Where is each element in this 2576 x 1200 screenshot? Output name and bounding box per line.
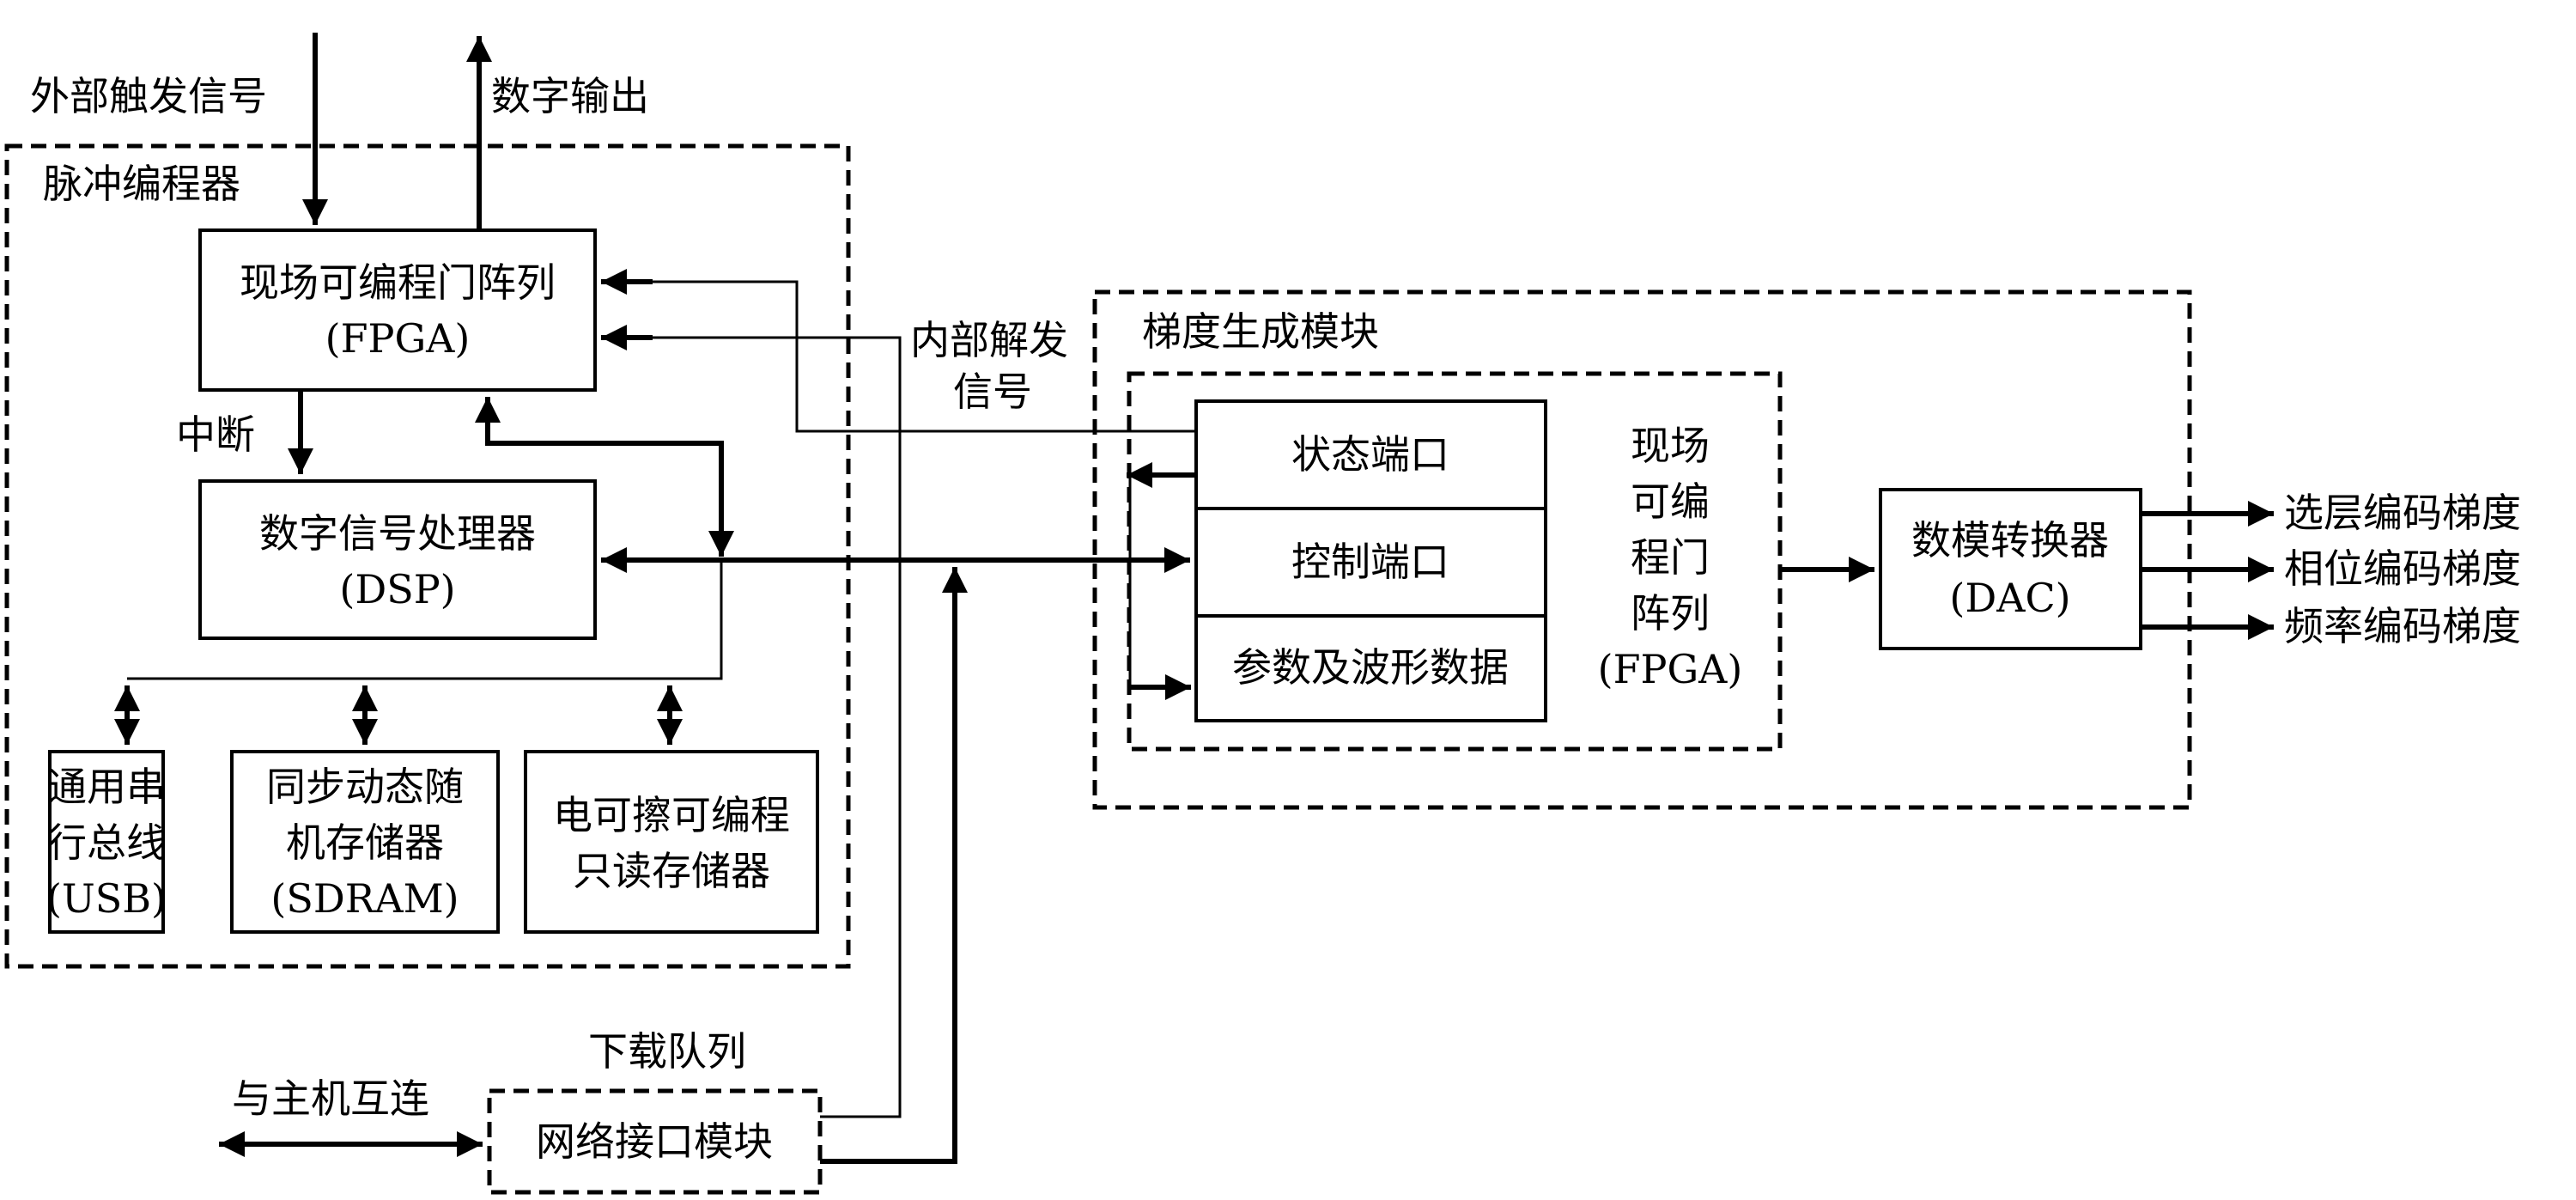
usb-text-3: (USB) <box>46 875 167 922</box>
fpga-main-text-2: (FPGA) <box>325 315 471 362</box>
digital-output-label: 数字输出 <box>491 73 649 119</box>
dac-text-2: (DAC) <box>1949 575 2070 621</box>
dac-text-1: 数模转换器 <box>1911 517 2109 563</box>
slice-select-label: 选层编码梯度 <box>2284 490 2521 536</box>
fpga-bus-wire <box>475 397 734 557</box>
fpga-main-text-1: 现场可编程门阵列 <box>240 259 556 306</box>
fpga-grad-text-2: 可编 <box>1631 478 1710 525</box>
external-trigger-label: 外部触发信号 <box>30 73 267 119</box>
network-feed-wire <box>820 567 968 1164</box>
network-interface-text: 网络接口模块 <box>536 1118 773 1165</box>
dsp-text-1: 数字信号处理器 <box>259 510 536 557</box>
sdram-text-3: (SDRAM) <box>270 875 459 922</box>
usb-box[interactable] <box>48 750 165 934</box>
fpga-grad-text-1: 现场 <box>1631 423 1710 469</box>
fpga-grad-text-5: (FPGA) <box>1598 646 1743 692</box>
internal-trigger-label-2: 信号 <box>953 369 1032 415</box>
fpga-main-box[interactable] <box>198 228 597 392</box>
usb-text-2: 行总线 <box>47 819 166 866</box>
download-queue-label: 下载队列 <box>588 1028 746 1075</box>
sdram-text-1: 同步动态随 <box>266 764 464 810</box>
internal-trigger-wire <box>610 280 1196 433</box>
eeprom-box[interactable] <box>524 750 819 934</box>
interrupt-label: 中断 <box>176 411 255 458</box>
freq-encode-label: 频率编码梯度 <box>2284 603 2521 649</box>
download-queue-wire <box>610 336 902 1118</box>
phase-encode-label: 相位编码梯度 <box>2284 545 2521 592</box>
fpga-grad-text-3: 程门 <box>1631 534 1710 581</box>
eeprom-text-1: 电可擦可编程 <box>553 792 790 838</box>
dsp-text-2: (DSP) <box>339 566 455 612</box>
control-port-text: 控制端口 <box>1291 539 1449 585</box>
dsp-box[interactable] <box>198 479 597 640</box>
gradient-module-title: 梯度生成模块 <box>1142 308 1379 355</box>
sdram-text-2: 机存储器 <box>286 819 444 866</box>
sdram-box[interactable] <box>230 750 500 934</box>
peripheral-bus-wire <box>127 560 723 680</box>
eeprom-text-2: 只读存储器 <box>573 848 770 894</box>
param-data-box[interactable] <box>1194 614 1547 722</box>
status-port-text: 状态端口 <box>1291 431 1449 478</box>
internal-trigger-label-1: 内部解发 <box>910 317 1068 363</box>
fpga-grad-text-4: 阵列 <box>1631 590 1710 637</box>
pulse-programmer-title: 脉冲编程器 <box>43 161 240 207</box>
usb-text-1: 通用串 <box>47 764 166 810</box>
dac-box[interactable] <box>1879 488 2142 650</box>
param-data-text: 参数及波形数据 <box>1232 644 1509 691</box>
host-link-label: 与主机互连 <box>232 1075 429 1122</box>
